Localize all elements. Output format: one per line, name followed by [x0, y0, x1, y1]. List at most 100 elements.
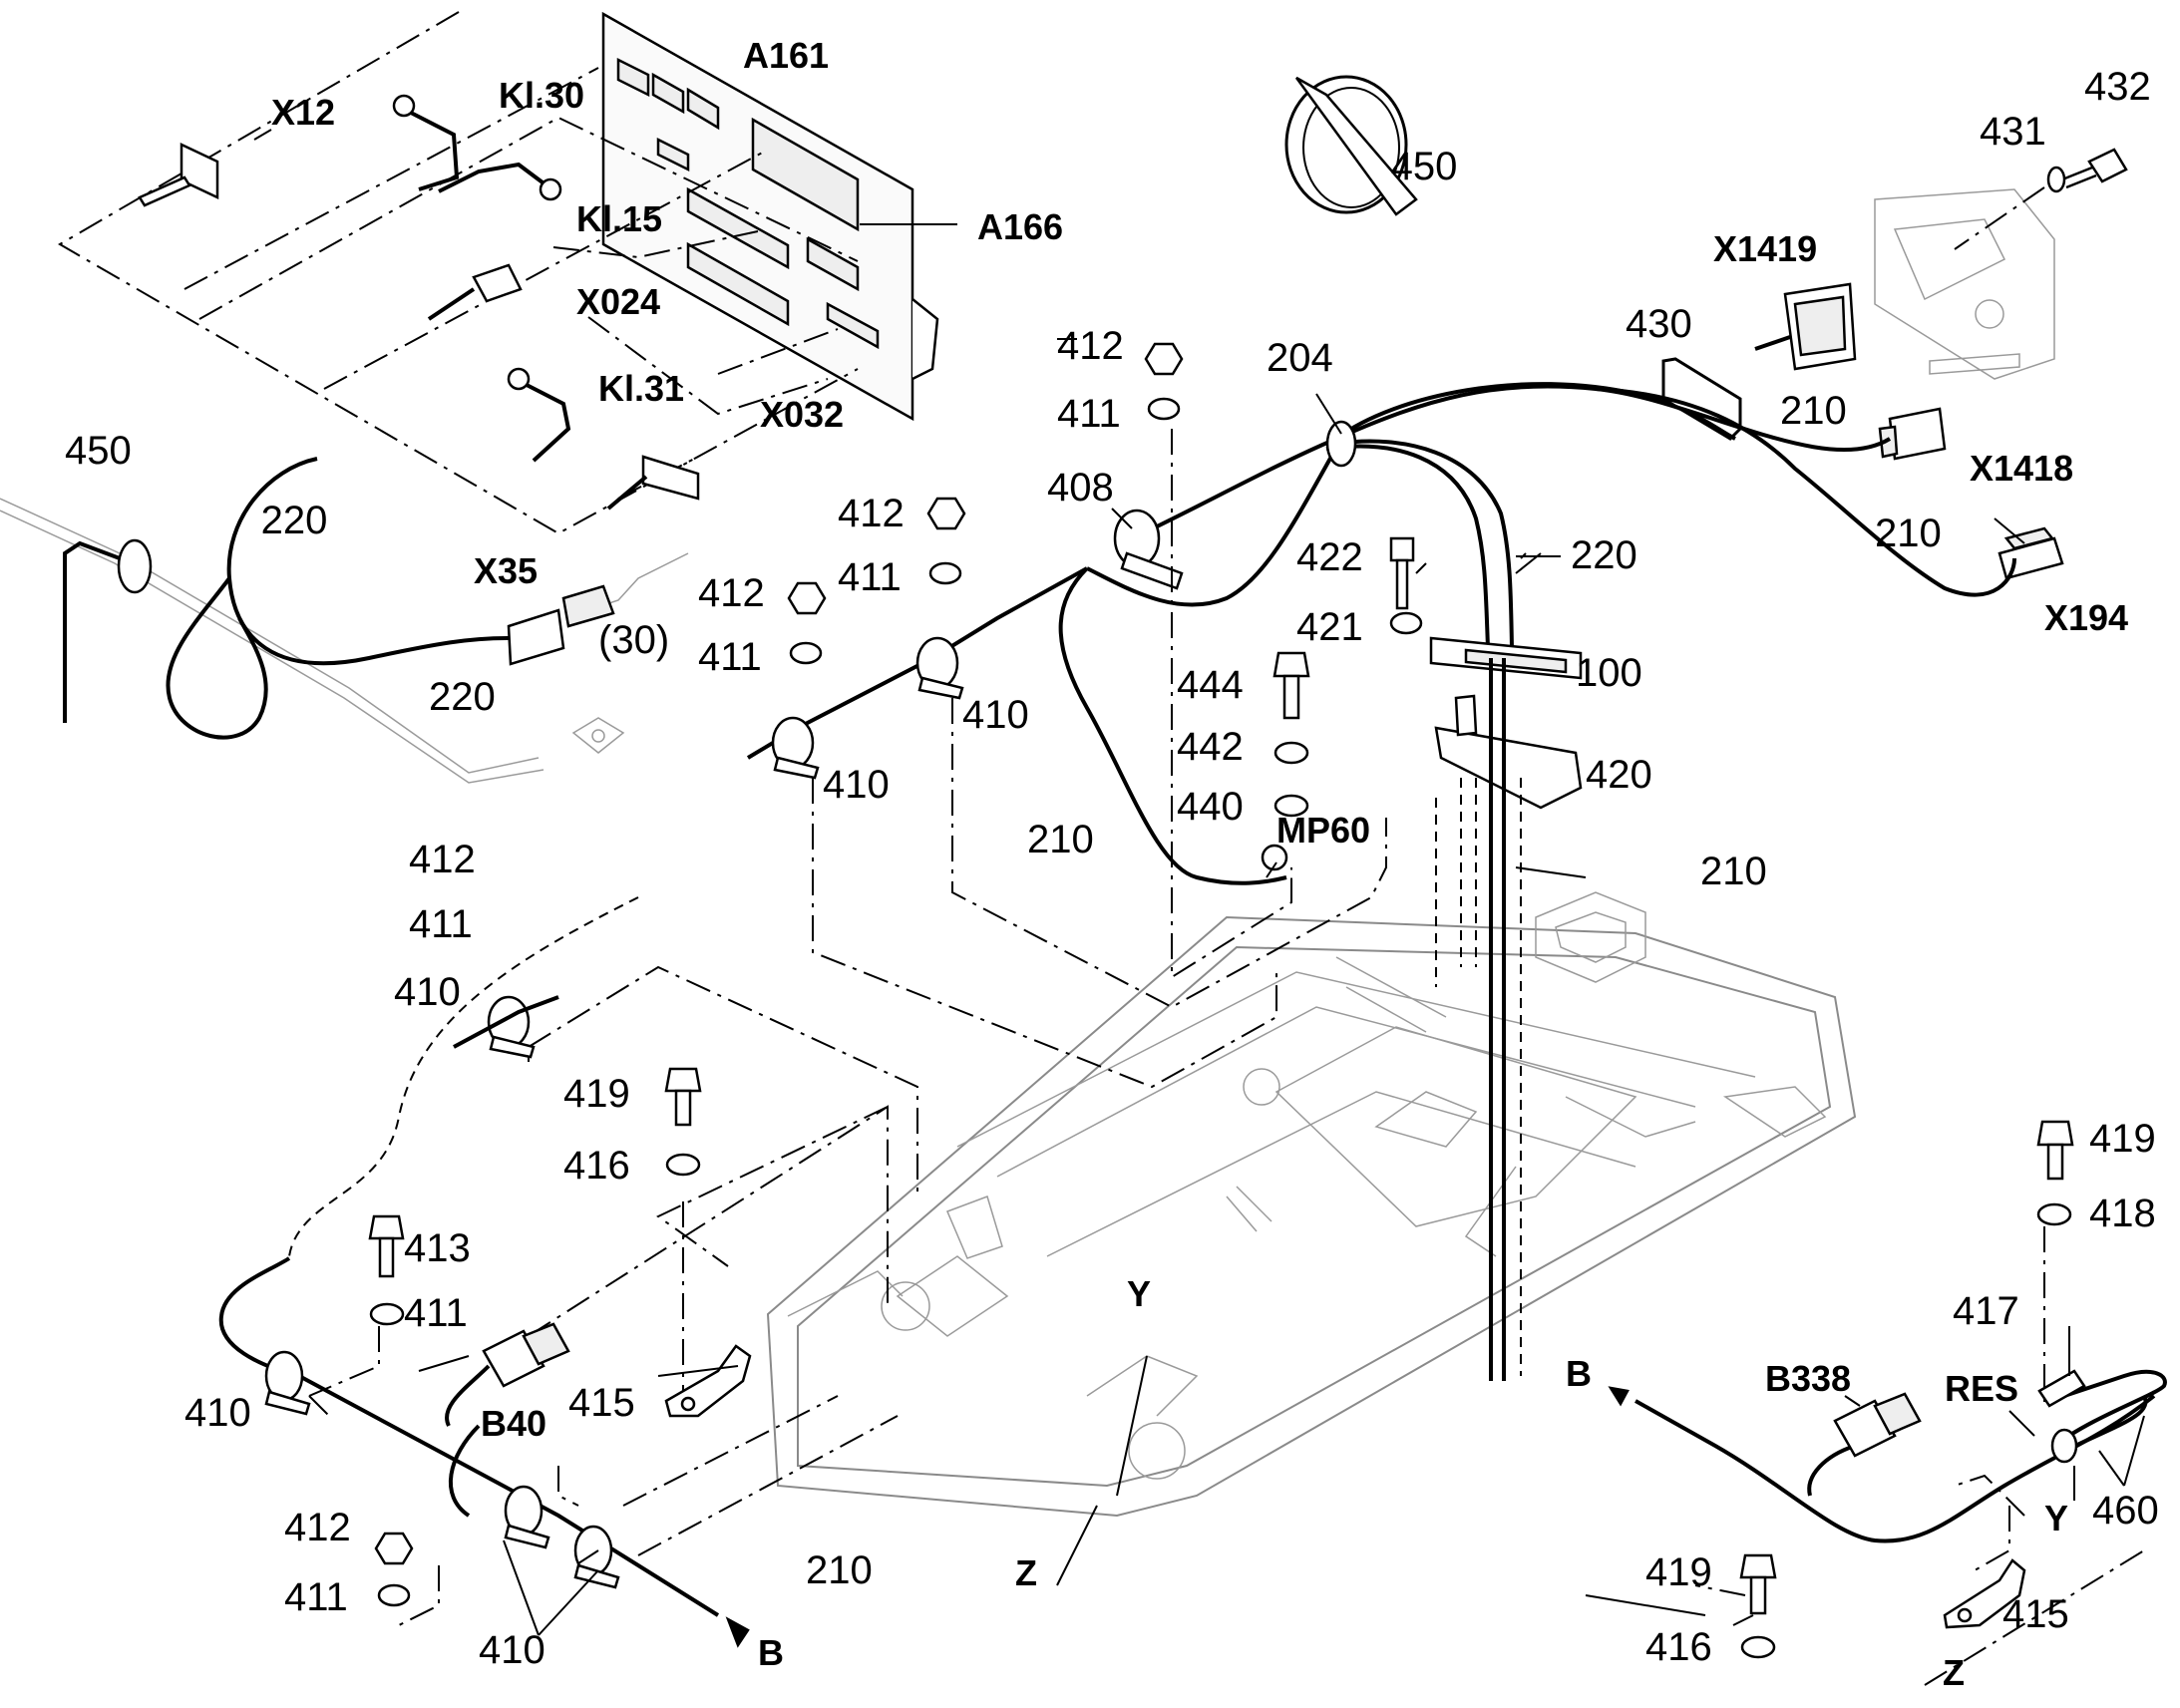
washer-411-b — [928, 561, 962, 585]
callout-label-210: 210 — [1780, 389, 1847, 433]
callout-label-b40: B40 — [481, 1403, 546, 1444]
bracket-415-left — [664, 1344, 752, 1418]
callout-label-210: 210 — [1875, 512, 1942, 555]
washer-411-c — [789, 641, 823, 665]
seat-frame-drawing — [766, 891, 1857, 1518]
callout-label-210: 210 — [806, 1548, 873, 1592]
callout-label-411: 411 — [284, 1575, 348, 1619]
cable-kl15 — [438, 162, 562, 201]
callout-label-440: 440 — [1177, 785, 1244, 829]
harness-upper-main — [1058, 382, 2016, 885]
clip-417 — [2037, 1369, 2086, 1408]
callout-label-460: 460 — [2092, 1489, 2159, 1533]
ring-terminal-mp60 — [1261, 844, 1288, 871]
nut-412-c — [787, 581, 827, 615]
callout-label-412: 412 — [838, 492, 905, 535]
callout-label-x024: X024 — [576, 281, 660, 322]
callout-label-411: 411 — [404, 1291, 468, 1335]
callout-label-411: 411 — [409, 902, 473, 946]
callout-label-mp60: MP60 — [1276, 810, 1370, 851]
leader-431-dash — [1954, 186, 2045, 250]
nut-412-a — [1144, 342, 1184, 376]
callout-label-220: 220 — [261, 499, 328, 542]
callout-label-220: 220 — [429, 675, 496, 719]
connector-x032 — [606, 455, 700, 511]
screw-419-c — [1739, 1553, 1777, 1615]
callout-label-410: 410 — [962, 693, 1029, 737]
callout-label-res: RES — [1945, 1368, 2018, 1409]
washer-431 — [2046, 166, 2066, 193]
washer-411-d — [369, 1302, 405, 1326]
callout-label-x1418: X1418 — [1970, 448, 2073, 489]
harness-lower-right — [1608, 1369, 2167, 1543]
callout-label-kl-30: Kl.30 — [499, 75, 584, 116]
callout-label-408: 408 — [1047, 466, 1114, 510]
bracket-420 — [1434, 694, 1583, 810]
connector-b338 — [1833, 1392, 1922, 1458]
screw-419-a — [664, 1067, 702, 1127]
callout-label-450: 450 — [65, 429, 132, 473]
clamp-408 — [1113, 509, 1184, 590]
callout-label-419: 419 — [1645, 1550, 1712, 1594]
routing-dashes — [308, 429, 2145, 1686]
callout-label-421: 421 — [1296, 605, 1363, 649]
bracket-415-right — [1943, 1558, 2026, 1629]
connector-x1419 — [1754, 282, 1857, 371]
callout-label-b338: B338 — [1765, 1358, 1851, 1399]
callout-label-z: Z — [1015, 1552, 1037, 1593]
leader-lines — [253, 129, 2145, 1636]
callout-label-210: 210 — [1700, 850, 1767, 893]
callout-label-411: 411 — [838, 555, 902, 599]
callout-label-x35: X35 — [474, 550, 538, 591]
callout-label-411: 411 — [698, 635, 762, 679]
washer-421 — [1389, 611, 1423, 635]
callout-label-y: Y — [2044, 1498, 2068, 1538]
screw-419-b — [2036, 1120, 2074, 1181]
connector-x1418 — [1878, 407, 1947, 461]
callout-label-a166: A166 — [977, 206, 1063, 247]
connector-x024 — [427, 263, 523, 321]
cable-kl30 — [392, 94, 460, 191]
callout-label-420: 420 — [1586, 753, 1652, 797]
callout-label-419: 419 — [2089, 1117, 2156, 1161]
callout-label-444: 444 — [1177, 663, 1244, 707]
connector-x12 — [138, 143, 219, 207]
cable-strap-450 — [1284, 75, 1418, 216]
callout-label-100: 100 — [1576, 651, 1642, 695]
callout-label-204: 204 — [1267, 336, 1333, 380]
connector-group-boundary — [58, 11, 859, 535]
callout-label-412: 412 — [698, 571, 765, 615]
callout-label-kl-15: Kl.15 — [576, 198, 662, 239]
callout-label-418: 418 — [2089, 1192, 2156, 1235]
washer-440 — [1273, 794, 1309, 818]
callout-label-210: 210 — [1027, 818, 1094, 861]
washer-442 — [1273, 741, 1309, 765]
callout-label-412: 412 — [1057, 324, 1124, 368]
washer-411-e — [377, 1583, 411, 1607]
connector-x194 — [1998, 526, 2064, 580]
callout-label-z: Z — [1943, 1652, 1965, 1693]
callout-label-432: 432 — [2084, 65, 2151, 109]
screw-413 — [368, 1214, 405, 1278]
callout-label-416: 416 — [563, 1144, 630, 1188]
callout-label-30: (30) — [598, 618, 669, 662]
callout-label-413: 413 — [404, 1226, 471, 1270]
callout-label-410: 410 — [394, 970, 461, 1014]
callout-label-kl-31: Kl.31 — [598, 368, 684, 409]
callout-label-220: 220 — [1571, 533, 1637, 577]
washer-418 — [2036, 1202, 2072, 1226]
seat-tube-left — [0, 498, 625, 784]
callout-label-431: 431 — [1980, 110, 2046, 154]
callout-label-417: 417 — [1953, 1289, 2019, 1333]
callout-label-410: 410 — [479, 1628, 545, 1672]
callout-label-x194: X194 — [2044, 597, 2128, 638]
cable-kl31 — [507, 367, 571, 463]
nut-412-b — [926, 497, 966, 530]
callout-label-x12: X12 — [271, 92, 335, 133]
harness-210-vertical — [1435, 658, 1522, 1381]
harness-210-lower-left — [218, 896, 750, 1648]
callout-label-415: 415 — [2002, 1592, 2069, 1636]
washer-416-a — [665, 1153, 701, 1177]
callout-label-x032: X032 — [760, 394, 844, 435]
